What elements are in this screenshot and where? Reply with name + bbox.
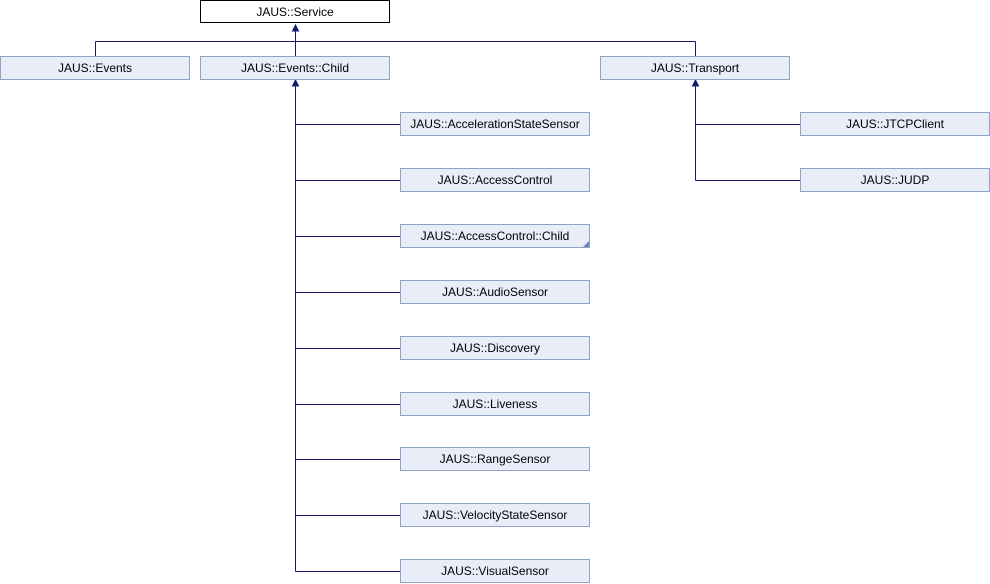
edges-transport <box>691 78 800 181</box>
node-transport-label: JAUS::Transport <box>651 61 740 75</box>
node-acceleration-state-sensor-label: JAUS::AccelerationStateSensor <box>410 117 579 131</box>
edge-transport-trunk <box>695 86 800 181</box>
node-access-control-child[interactable]: JAUS::AccessControl::Child <box>400 224 590 248</box>
node-transport[interactable]: JAUS::Transport <box>600 56 790 80</box>
node-velocity-state-sensor-label: JAUS::VelocityStateSensor <box>423 508 568 522</box>
node-discovery-label: JAUS::Discovery <box>450 341 540 355</box>
node-jtcp-client[interactable]: JAUS::JTCPClient <box>800 112 990 136</box>
node-visual-sensor-label: JAUS::VisualSensor <box>441 564 549 578</box>
edges-service <box>95 23 696 56</box>
node-liveness-label: JAUS::Liveness <box>453 397 538 411</box>
arrow-to-events-child <box>291 78 300 87</box>
node-events-label: JAUS::Events <box>58 61 132 75</box>
node-judp[interactable]: JAUS::JUDP <box>800 168 990 192</box>
node-liveness[interactable]: JAUS::Liveness <box>400 392 590 416</box>
node-audio-sensor[interactable]: JAUS::AudioSensor <box>400 280 590 304</box>
node-discovery[interactable]: JAUS::Discovery <box>400 336 590 360</box>
more-subclasses-corner-icon <box>583 241 589 247</box>
node-events[interactable]: JAUS::Events <box>0 56 190 80</box>
node-jtcp-client-label: JAUS::JTCPClient <box>846 117 945 131</box>
node-access-control-child-label: JAUS::AccessControl::Child <box>421 229 570 243</box>
node-access-control[interactable]: JAUS::AccessControl <box>400 168 590 192</box>
node-range-sensor[interactable]: JAUS::RangeSensor <box>400 447 590 471</box>
arrow-to-service <box>291 23 300 32</box>
arrow-to-transport <box>691 78 700 87</box>
edge-service-children <box>95 30 696 56</box>
edges-events-child <box>291 78 400 572</box>
node-visual-sensor[interactable]: JAUS::VisualSensor <box>400 559 590 583</box>
node-service-label: JAUS::Service <box>256 5 334 19</box>
node-events-child[interactable]: JAUS::Events::Child <box>200 56 390 80</box>
node-velocity-state-sensor[interactable]: JAUS::VelocityStateSensor <box>400 503 590 527</box>
node-judp-label: JAUS::JUDP <box>861 173 930 187</box>
node-access-control-label: JAUS::AccessControl <box>438 173 553 187</box>
node-acceleration-state-sensor[interactable]: JAUS::AccelerationStateSensor <box>400 112 590 136</box>
node-audio-sensor-label: JAUS::AudioSensor <box>442 285 548 299</box>
node-range-sensor-label: JAUS::RangeSensor <box>440 452 551 466</box>
node-service[interactable]: JAUS::Service <box>200 0 390 23</box>
node-events-child-label: JAUS::Events::Child <box>241 61 349 75</box>
